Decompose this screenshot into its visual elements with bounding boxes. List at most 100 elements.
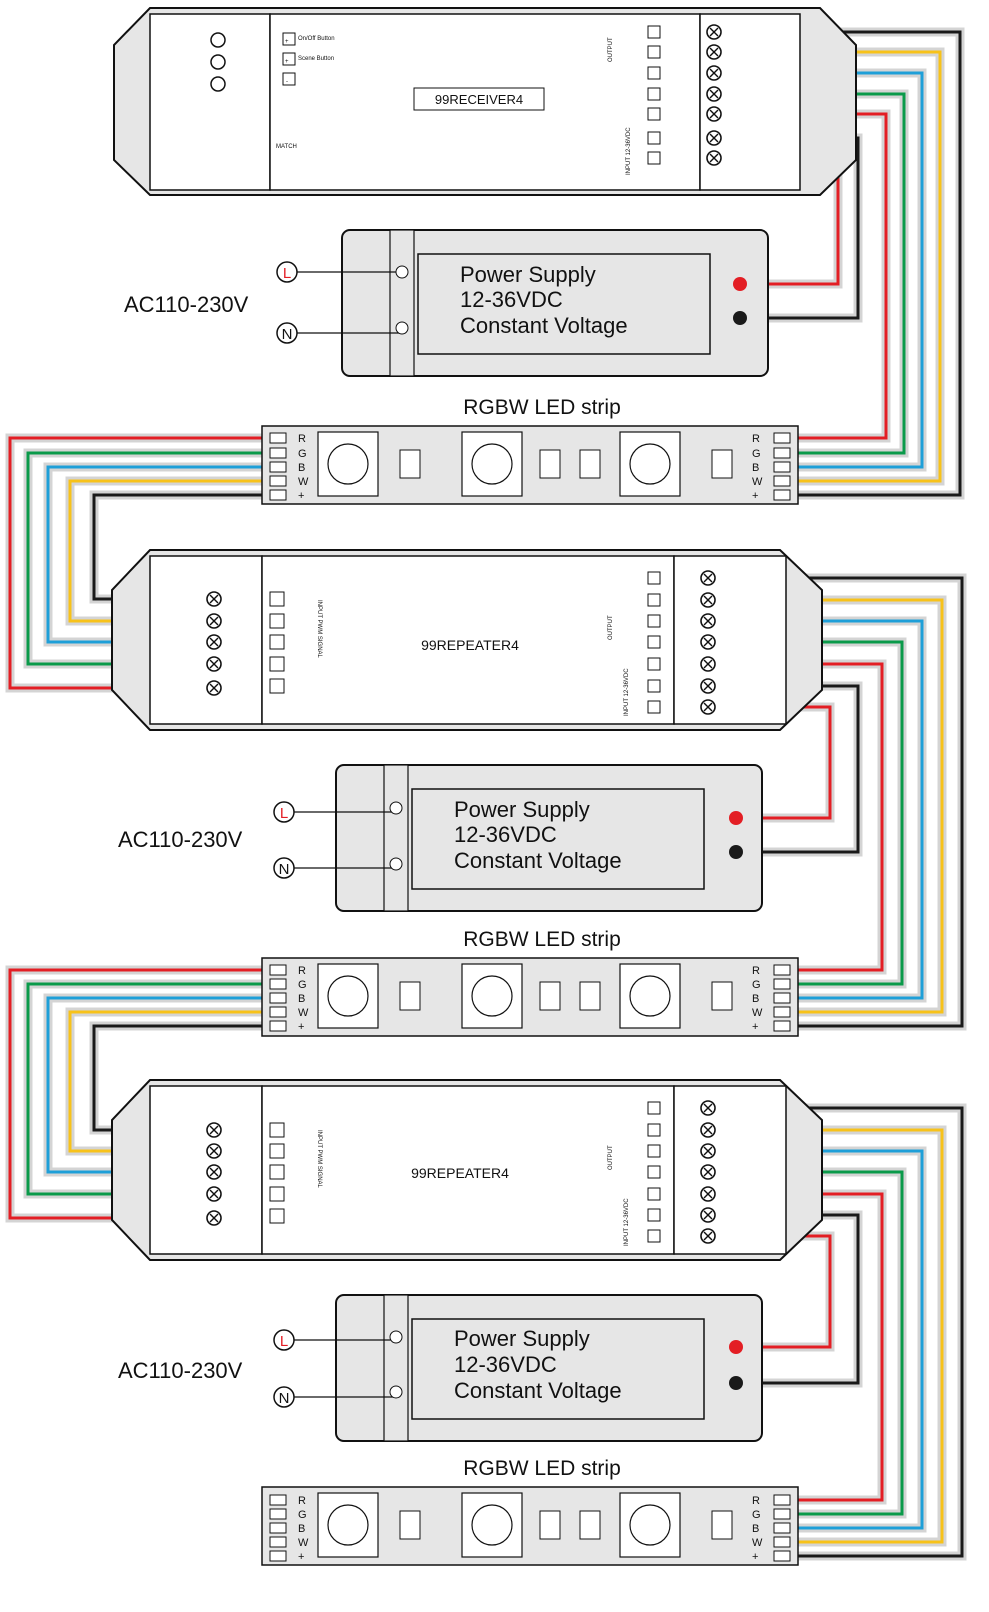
pwm-input-box bbox=[269, 1186, 285, 1202]
led-lens-icon bbox=[629, 975, 671, 1017]
strip-2-left-pad bbox=[269, 978, 287, 990]
led-strip-1-title: RGBW LED strip bbox=[463, 396, 621, 419]
strip-1-right-pin-label: B bbox=[752, 462, 759, 474]
strip-2-right-pad bbox=[773, 964, 791, 976]
strip-1-right-pin-label: W bbox=[752, 476, 763, 488]
strip-1-left-pin-label: W bbox=[298, 476, 309, 488]
resistor-icon bbox=[399, 1510, 421, 1540]
resistor-icon bbox=[539, 981, 561, 1011]
output-channel-box bbox=[647, 1208, 661, 1222]
power-supply-2: Power Supply 12-36VDC Constant Voltage A… bbox=[118, 764, 763, 912]
ps2-line2: 12-36VDC bbox=[454, 822, 557, 847]
strip-3-left-pad bbox=[269, 1508, 287, 1520]
strip-3-left-pin-label: G bbox=[298, 1509, 307, 1521]
strip-1-left-pad bbox=[269, 489, 287, 501]
resistor-icon bbox=[711, 449, 733, 479]
repeater-unit-1: 99REPEATER4 INPUT PWM SIGNAL OUTPUT INPU… bbox=[111, 549, 823, 731]
strip-2-right-pin-label: B bbox=[752, 993, 759, 1005]
svg-text:-: - bbox=[286, 79, 288, 85]
receiver-unit: + On/Off Button + Scene Button - MATCH 9… bbox=[113, 7, 857, 196]
pwm-input-box bbox=[269, 678, 285, 694]
strip-1-right-pad bbox=[773, 475, 791, 487]
strip-1-left-pin-label: R bbox=[298, 433, 306, 445]
ac-terminals-3: L N bbox=[273, 1329, 403, 1408]
led-lens-icon bbox=[327, 443, 369, 485]
receiver-output-label: OUTPUT bbox=[608, 37, 614, 62]
output-channel-box bbox=[647, 635, 661, 649]
strip-2-right-pin-label: G bbox=[752, 979, 761, 991]
resistor-icon bbox=[579, 1510, 601, 1540]
ps1-line1: Power Supply bbox=[460, 262, 596, 287]
strip-2-left-pad bbox=[269, 992, 287, 1004]
strip-3-left-pin-label: B bbox=[298, 1523, 305, 1535]
ac-terminals-2: L N bbox=[273, 801, 403, 879]
output-channel-box bbox=[647, 700, 661, 714]
led-strip-3-title: RGBW LED strip bbox=[463, 1457, 621, 1480]
strip-1-left-pad bbox=[269, 461, 287, 473]
strip-1-right-pin-label: G bbox=[752, 448, 761, 460]
power-supply-1: Power Supply 12-36VDC Constant Voltage A… bbox=[124, 229, 769, 377]
output-channel-box bbox=[647, 593, 661, 607]
output-channel-box bbox=[647, 614, 661, 628]
pwm-input-box bbox=[269, 613, 285, 629]
dc-positive-terminal bbox=[729, 811, 743, 825]
dc-positive-terminal bbox=[729, 1340, 743, 1354]
strip-1-left-pad bbox=[269, 432, 287, 444]
resistor-icon bbox=[579, 981, 601, 1011]
led-lens-icon bbox=[471, 1504, 513, 1546]
repeater-1-input-pwm-label: INPUT PWM SIGNAL bbox=[316, 600, 322, 659]
live-label: L bbox=[283, 265, 291, 282]
strip-3-left-pad bbox=[269, 1536, 287, 1548]
strip-3-left-pad bbox=[269, 1522, 287, 1534]
strip-3-left-pad bbox=[269, 1494, 287, 1506]
strip-3-right-pad bbox=[773, 1536, 791, 1548]
output-channel-box bbox=[647, 1123, 661, 1137]
repeater-unit-2: 99REPEATER4 INPUT PWM SIGNAL OUTPUT INPU… bbox=[111, 1079, 823, 1261]
neutral-label: N bbox=[282, 326, 293, 343]
strip-2-left-pin-label: R bbox=[298, 965, 306, 977]
strip-3-right-pad bbox=[773, 1550, 791, 1562]
wire-r2-w bbox=[714, 1128, 944, 1544]
strip-3-right-pin-label: B bbox=[752, 1523, 759, 1535]
strip-2-left-pin-label: W bbox=[298, 1007, 309, 1019]
pwm-input-box bbox=[269, 591, 285, 607]
strip-3-left-pin-label: W bbox=[298, 1537, 309, 1549]
output-channel-box bbox=[647, 571, 661, 585]
strip-1-left-pad bbox=[269, 475, 287, 487]
resistor-icon bbox=[711, 981, 733, 1011]
resistor-icon bbox=[711, 1510, 733, 1540]
strip-2-left-pin-label: G bbox=[298, 979, 307, 991]
strip-2-right-pad bbox=[773, 992, 791, 1004]
strip-2-right-pin-label: W bbox=[752, 1007, 763, 1019]
ps1-ac-label: AC110-230V bbox=[124, 292, 249, 317]
neutral-label: N bbox=[279, 1390, 290, 1407]
ps3-line3: Constant Voltage bbox=[454, 1378, 622, 1403]
match-label: MATCH bbox=[276, 144, 297, 150]
dc-negative-terminal bbox=[729, 845, 743, 859]
strip-3-right-pad bbox=[773, 1522, 791, 1534]
dc-negative-terminal bbox=[733, 311, 747, 325]
strip-3-right-pin-label: R bbox=[752, 1495, 760, 1507]
svg-text:+: + bbox=[285, 59, 289, 65]
repeater-2-model-label: 99REPEATER4 bbox=[411, 1165, 509, 1181]
output-channel-box bbox=[647, 1165, 661, 1179]
output-channel-box bbox=[647, 107, 661, 121]
output-channel-box bbox=[647, 131, 661, 145]
neutral-label: N bbox=[279, 861, 290, 878]
repeater-1-output-label: OUTPUT bbox=[608, 615, 614, 640]
strip-3-left-pin-label: R bbox=[298, 1495, 306, 1507]
resistor-icon bbox=[399, 449, 421, 479]
dc-negative-terminal bbox=[729, 1376, 743, 1390]
strip-2-right-pad bbox=[773, 1020, 791, 1032]
strip-2-left-pad bbox=[269, 964, 287, 976]
strip-1-right-pin-label: + bbox=[752, 490, 758, 502]
strip-3-right-pad bbox=[773, 1508, 791, 1520]
led-lens-icon bbox=[629, 443, 671, 485]
resistor-icon bbox=[539, 449, 561, 479]
live-label: L bbox=[280, 1333, 288, 1350]
pwm-input-box bbox=[269, 1122, 285, 1138]
strip-1-right-pad bbox=[773, 447, 791, 459]
onoff-button-label: On/Off Button bbox=[298, 36, 335, 42]
strip-1-right-pin-label: R bbox=[752, 433, 760, 445]
